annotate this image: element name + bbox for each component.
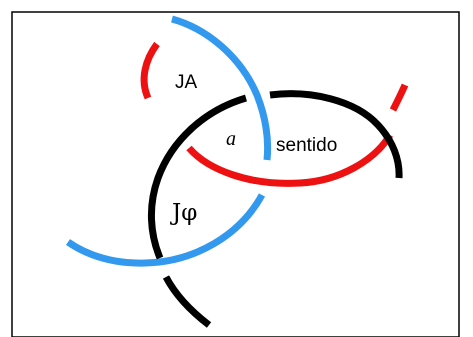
label-sentido: sentido — [276, 135, 337, 156]
label-alpha: a — [226, 128, 236, 150]
blue-arc-upper — [171, 15, 272, 161]
black-arc-right — [269, 90, 403, 179]
diagram-border — [11, 11, 460, 337]
red-arc-main — [186, 133, 394, 187]
red-arc-right-tip — [389, 83, 409, 112]
blue-arc-lower — [65, 193, 266, 267]
black-arc-bottom — [162, 275, 212, 328]
label-ja: JA — [175, 72, 198, 93]
red-arc-upper-left — [140, 41, 160, 100]
black-arc-left — [148, 94, 247, 260]
label-jphi: Jφ — [170, 200, 197, 226]
